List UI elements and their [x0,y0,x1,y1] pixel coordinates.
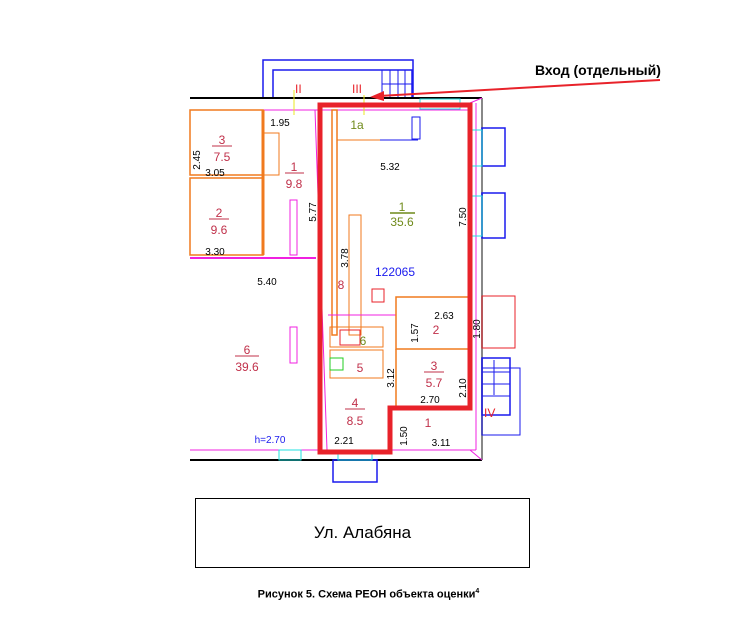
cadastral-number: 122065 [375,265,415,279]
dimension: 3.12 [386,368,397,388]
neighbor-walls [189,90,365,451]
dimension: 2.10 [458,378,469,398]
dimension: 3.11 [432,438,451,449]
room-number: 3 [431,359,438,373]
dimension-labels: 1.95 2.45 3.05 3.30 5.77 5.32 7.50 3.78 … [192,118,483,449]
dimension: 5.77 [308,202,319,222]
windows [278,98,516,483]
dimension: 1.50 [399,426,410,446]
room-number: 6 [244,343,251,357]
room-number: 6 [360,334,367,348]
caption-footnote: 4 [475,588,480,595]
room-area: 7.5 [214,150,231,164]
room-number: 1 [291,160,298,174]
room-number: 4 [352,396,359,410]
room-number: 1 [425,416,432,430]
room-number: 2 [216,206,223,220]
room-number: 1 [399,200,406,214]
object-inner-walls [328,109,471,408]
dimension: 1.95 [270,118,290,129]
dimension: 3.78 [340,248,351,268]
entrance-arrow [370,79,661,101]
entrance-stairs-top [262,59,414,99]
dimension: 5.32 [380,162,400,173]
ceiling-height: h=2.70 [255,435,286,446]
room-area: 5.7 [426,376,443,390]
room-area: 9.6 [211,223,228,237]
room-number: 2 [433,323,440,337]
dimension: 5.40 [257,277,277,288]
room-area: 8.5 [347,414,364,428]
room-number: 8 [338,278,345,292]
caption-text: Рисунок 5. Схема РЕОН объекта оценки [257,588,476,601]
dimension: 2.63 [434,311,454,322]
room-area: 35.6 [390,215,414,229]
entrance-label-ii: II [295,82,302,96]
room-area: 9.8 [286,177,303,191]
dimension: 3.30 [205,247,225,258]
dimension: 2.70 [420,395,440,406]
neighbor-room-labels: 3 7.5 1 9.8 2 9.6 6 39.6 [209,133,304,374]
room-number: 3 [219,133,226,147]
entrance-label-iii: III [352,82,362,96]
entrance-label-iv: IV [484,406,495,420]
dimension: 3.05 [205,168,225,179]
dimension: 2.45 [192,150,203,170]
figure-caption: Рисунок 5. Схема РЕОН объекта оценки4 [0,588,737,601]
street-name: Ул. Алабяна [313,523,412,542]
street-label: Ул. Алабяна [195,498,530,568]
entrance-label: Вход (отдельный) [535,62,661,78]
dimension: 7.50 [458,207,469,227]
entrance-stairs-iv [481,357,521,436]
room-number: 1a [350,118,364,132]
room-number: 5 [357,361,364,375]
dimension: 2.21 [334,436,354,447]
dimension: 1.80 [472,319,483,339]
room-area: 39.6 [235,360,259,374]
dimension: 1.57 [410,323,421,343]
object-boundary [317,102,473,455]
object-room-labels: 1a 1 35.6 2 3 5.7 4 8.5 5 6 8 1 122065 h… [255,118,444,446]
